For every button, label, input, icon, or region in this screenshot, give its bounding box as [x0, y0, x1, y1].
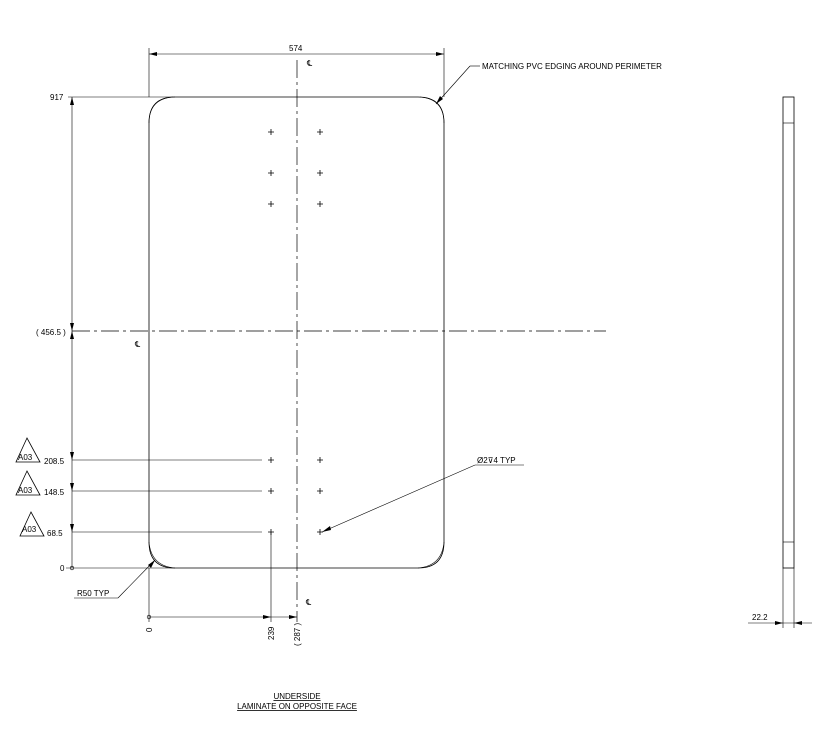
centerline-symbol-bottom: ℄ — [305, 598, 312, 607]
svg-text:A03: A03 — [22, 525, 37, 534]
dim-0-horizontal: 0 — [145, 627, 154, 632]
centerline-symbol-left: ℄ — [134, 340, 141, 349]
edging-callout: MATCHING PVC EDGING AROUND PERIMETER — [435, 62, 662, 105]
dim-68-5: 68.5 — [47, 529, 63, 538]
dim-208-5: 208.5 — [44, 457, 65, 466]
revision-tag: A03 — [19, 511, 45, 537]
revision-tag: A03 — [15, 470, 41, 496]
horizontal-dimensions: 0 239 ( 287 ) — [145, 532, 302, 646]
side-view: 22.2 — [748, 96, 812, 628]
revision-tag: A03 — [15, 437, 41, 463]
board-outline — [148, 96, 445, 569]
radius-callout: R50 TYP — [74, 559, 156, 599]
svg-text:A03: A03 — [18, 453, 33, 462]
caption-underside: UNDERSIDE — [273, 692, 320, 701]
mid-height-label: ( 456.5 ) — [36, 328, 66, 337]
dim-0-vertical: 0 — [60, 564, 65, 573]
svg-text:A03: A03 — [18, 486, 33, 495]
width-label: 574 — [289, 44, 303, 53]
caption-laminate: LAMINATE ON OPPOSITE FACE — [237, 702, 357, 711]
hole-markers — [268, 129, 323, 535]
radius-note: R50 TYP — [77, 589, 109, 598]
width-dimension: 574 — [148, 44, 445, 97]
side-thickness-label: 22.2 — [752, 613, 768, 622]
height-label: 917 — [50, 93, 64, 102]
dim-148-5: 148.5 — [44, 488, 65, 497]
hole-note: Ø2⊽4 TYP — [477, 456, 516, 465]
dim-287: ( 287 ) — [293, 623, 302, 646]
centerline-symbol-top: ℄ — [306, 59, 313, 68]
hole-callout: Ø2⊽4 TYP — [321, 456, 524, 533]
dim-239: 239 — [267, 626, 276, 640]
hole-row-dimensions: 208.5 148.5 68.5 0 — [44, 452, 262, 573]
edging-note: MATCHING PVC EDGING AROUND PERIMETER — [482, 62, 662, 71]
